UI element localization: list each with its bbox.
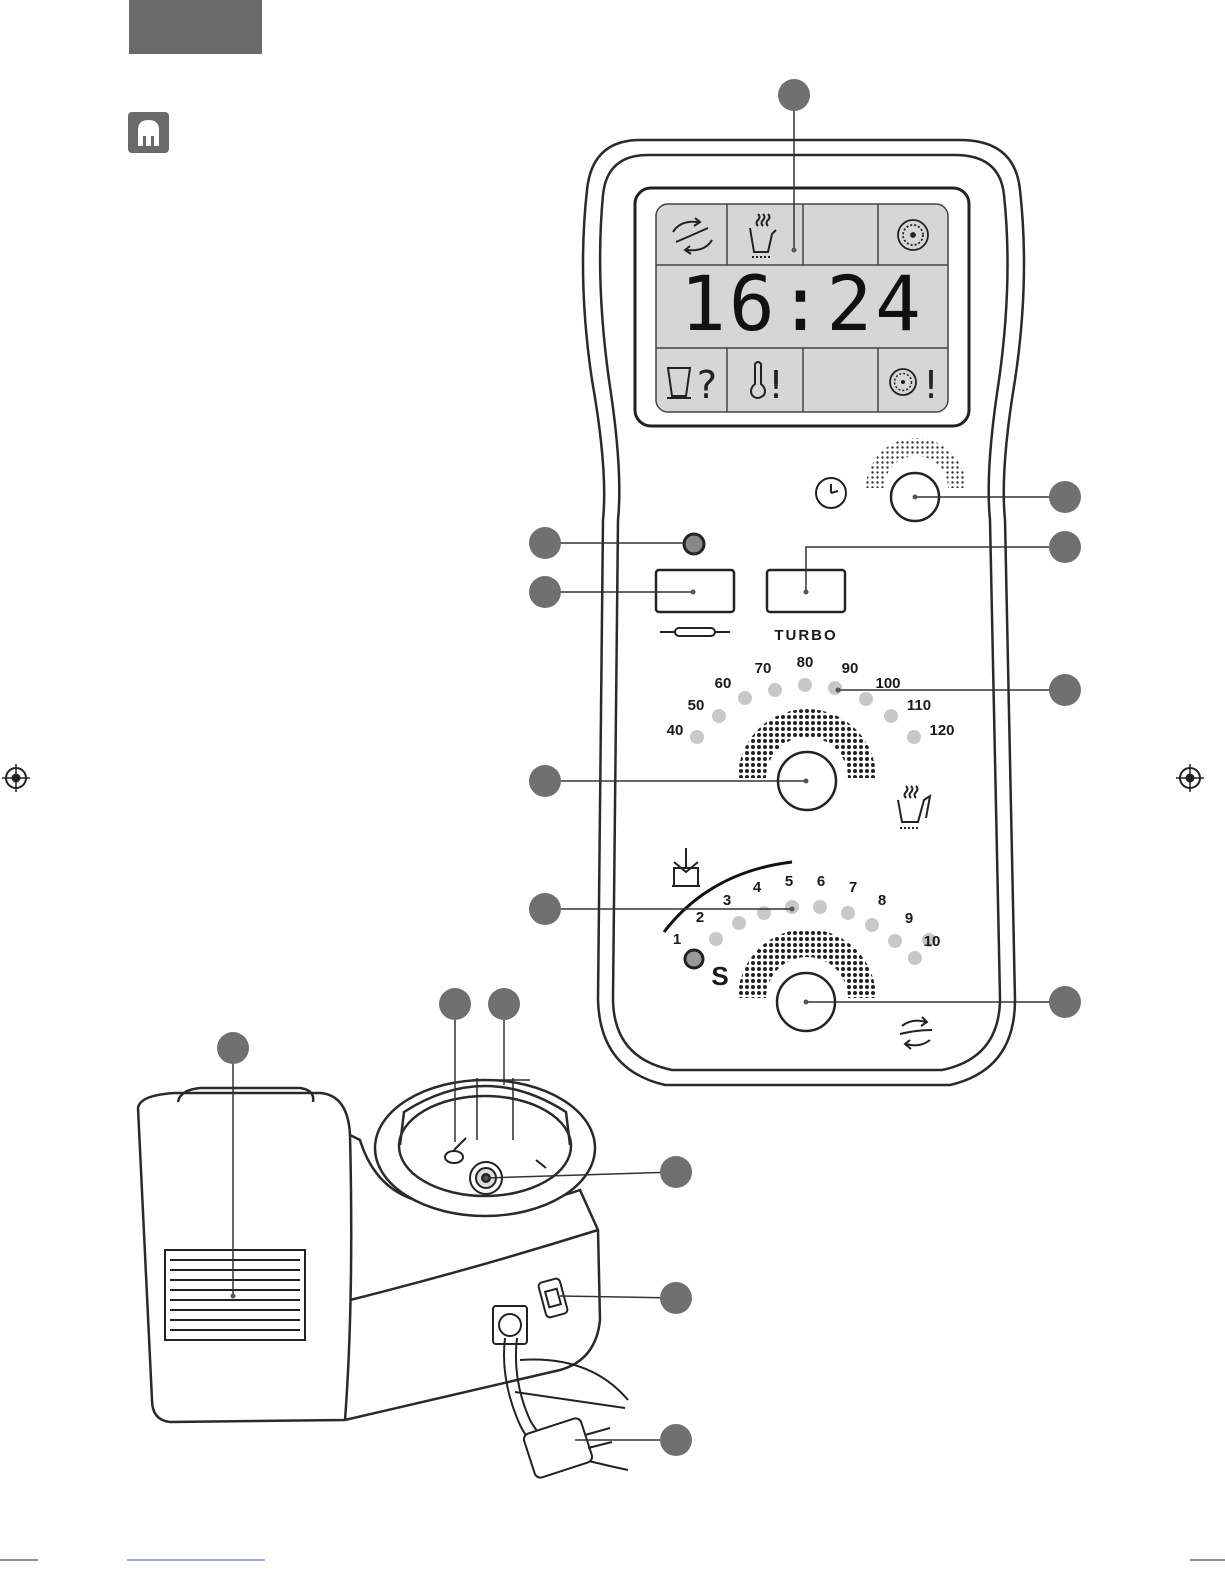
scale-label: 4 bbox=[753, 879, 762, 896]
scale-label: 50 bbox=[688, 697, 705, 714]
callout-marker bbox=[529, 893, 561, 925]
heating-jug-icon bbox=[898, 786, 930, 828]
header-tab bbox=[129, 0, 262, 54]
bowl-socket bbox=[375, 1078, 595, 1216]
scale-led bbox=[709, 932, 723, 946]
callout-marker bbox=[1049, 531, 1081, 563]
callout-marker bbox=[439, 988, 471, 1020]
scale-led bbox=[907, 730, 921, 744]
mains-plug bbox=[522, 1417, 612, 1479]
stirrer-icon bbox=[672, 848, 700, 886]
scale-led bbox=[841, 906, 855, 920]
scale-led bbox=[865, 918, 879, 932]
scale-label: 120 bbox=[929, 722, 954, 739]
registration-mark-icon bbox=[1176, 764, 1204, 792]
scale-led bbox=[712, 709, 726, 723]
turbo-label: TURBO bbox=[774, 627, 837, 644]
scale-led bbox=[798, 678, 812, 692]
scale-led bbox=[813, 900, 827, 914]
lcd-time: 16:24 bbox=[680, 259, 924, 348]
scale-led bbox=[732, 916, 746, 930]
callout-marker bbox=[488, 988, 520, 1020]
scale-label: 3 bbox=[723, 892, 731, 909]
scale-label: 1 bbox=[673, 931, 681, 948]
scale-label: 90 bbox=[842, 660, 859, 677]
callout-marker bbox=[778, 79, 810, 111]
scale-label: 6 bbox=[817, 873, 825, 890]
scale-label: 2 bbox=[696, 909, 704, 926]
lcd-temp-warning: ! bbox=[768, 363, 783, 407]
clock-icon bbox=[816, 478, 846, 508]
callout-marker bbox=[660, 1282, 692, 1314]
scale-led bbox=[738, 691, 752, 705]
callout-marker bbox=[1049, 674, 1081, 706]
callout-marker bbox=[660, 1424, 692, 1456]
callout-marker bbox=[1049, 986, 1081, 1018]
scale-label: 80 bbox=[797, 654, 814, 671]
speed-s-led bbox=[685, 950, 703, 968]
rolling-pin-icon bbox=[660, 628, 730, 636]
scale-label: 8 bbox=[878, 892, 886, 909]
scale-label: 9 bbox=[905, 910, 913, 927]
scale-label: 7 bbox=[849, 879, 857, 896]
scale-led bbox=[757, 906, 771, 920]
scale-label: 110 bbox=[907, 697, 931, 714]
rotation-icon bbox=[900, 1017, 932, 1049]
scale-led bbox=[690, 730, 704, 744]
scale-led bbox=[884, 709, 898, 723]
scale-led bbox=[828, 681, 842, 695]
registration-mark-icon bbox=[2, 764, 30, 792]
callout-marker bbox=[660, 1156, 692, 1188]
callout-marker bbox=[529, 576, 561, 608]
callout-marker bbox=[529, 527, 561, 559]
lcd-blade-warning: ! bbox=[923, 363, 938, 407]
callout-marker bbox=[217, 1032, 249, 1064]
plug-icon bbox=[128, 112, 169, 153]
scale-label: 10 bbox=[924, 933, 941, 950]
callout-marker bbox=[529, 765, 561, 797]
scale-label: 70 bbox=[755, 660, 772, 677]
scale-label: 5 bbox=[785, 873, 793, 890]
lcd-question-mark: ? bbox=[697, 363, 717, 407]
callout-marker bbox=[1049, 481, 1081, 513]
scale-label: 40 bbox=[667, 722, 684, 739]
scale-led bbox=[888, 934, 902, 948]
power-led bbox=[684, 534, 704, 554]
power-socket bbox=[493, 1306, 527, 1344]
scale-led bbox=[859, 692, 873, 706]
scale-label: 60 bbox=[715, 675, 732, 692]
scale-led bbox=[908, 951, 922, 965]
scale-led bbox=[768, 683, 782, 697]
speed-s-label: S bbox=[711, 961, 728, 991]
